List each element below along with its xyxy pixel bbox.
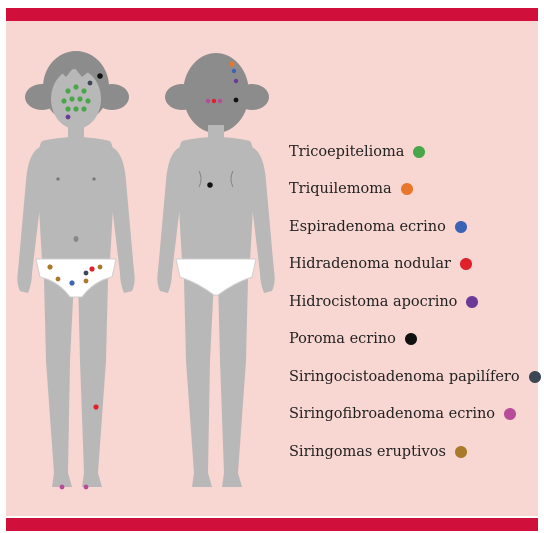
- top-band: [6, 8, 538, 21]
- lesion-dot-siringofibroadenoma: [84, 485, 89, 490]
- legend-item: Espiradenoma ecrino: [289, 208, 541, 246]
- back-left-leg: [184, 279, 214, 487]
- legend-label: Tricoepitelioma: [289, 144, 404, 160]
- legend-label: Siringocistoadenoma papilífero: [289, 369, 520, 385]
- bottom-band: [6, 518, 538, 531]
- front-left-leg: [44, 279, 74, 487]
- lesion-dot-hidradenoma: [89, 266, 94, 271]
- legend-dot: [405, 333, 417, 345]
- legend: Tricoepitelioma Triquilemoma Espiradenom…: [289, 133, 541, 471]
- legend-dot: [401, 183, 413, 195]
- lesion-dot-poroma: [207, 182, 213, 188]
- legend-item: Tricoepitelioma: [289, 133, 541, 171]
- lesion-dot-tricoepitelioma: [69, 96, 74, 101]
- lesion-dot-tricoepitelioma: [77, 96, 82, 101]
- legend-dot: [455, 221, 467, 233]
- lesion-dot-tricoepitelioma: [85, 98, 90, 103]
- lesion-dot-tricoepitelioma: [65, 106, 70, 111]
- legend-dot: [455, 446, 467, 458]
- legend-dot: [413, 146, 425, 158]
- front-torso: [38, 137, 115, 261]
- lesion-dot-siringocistoadenoma: [88, 81, 93, 86]
- legend-label: Hidradenoma nodular: [289, 256, 451, 272]
- front-navel: [74, 236, 79, 242]
- lesion-dot-tricoepitelioma: [81, 88, 86, 93]
- front-face: [51, 69, 101, 129]
- legend-item: Siringofibroadenoma ecrino: [289, 396, 541, 434]
- lesion-dot-tricoepitelioma: [65, 88, 70, 93]
- legend-label: Siringofibroadenoma ecrino: [289, 406, 495, 422]
- lesion-dot-espiradenoma: [69, 280, 74, 285]
- legend-item: Hidradenoma nodular: [289, 246, 541, 284]
- legend-dot: [504, 408, 516, 420]
- legend-dot: [460, 258, 472, 270]
- lesion-dot-hidradenoma: [93, 404, 98, 409]
- back-torso: [178, 137, 255, 261]
- legend-label: Hidrocistoma apocrino: [289, 294, 457, 310]
- lesion-dot-poroma: [234, 98, 239, 103]
- lesion-dot-triquilemoma: [229, 61, 234, 66]
- legend-label: Poroma ecrino: [289, 331, 396, 347]
- lesion-dot-tricoepitelioma: [73, 106, 78, 111]
- legend-item: Triquilemoma: [289, 171, 541, 209]
- legend-dot: [466, 296, 478, 308]
- lesion-dot-hidrocistoma: [66, 115, 71, 120]
- legend-label: Triquilemoma: [289, 181, 392, 197]
- back-figure: [157, 53, 274, 487]
- lesion-dot-tricoepitelioma: [61, 98, 66, 103]
- front-right-leg: [78, 279, 108, 487]
- lesion-dot-tricoepitelioma: [81, 106, 86, 111]
- front-figure: [17, 51, 134, 487]
- front-nipple-right: [92, 177, 95, 180]
- front-nipple-left: [56, 177, 59, 180]
- lesion-dot-hidrocistoma: [234, 79, 238, 83]
- lesion-dot-siringofibroadenoma: [206, 99, 210, 103]
- lesion-dot-espiradenoma: [232, 69, 236, 73]
- lesion-dot-siringomas: [84, 279, 89, 284]
- lesion-dot-siringofibroadenoma: [218, 99, 222, 103]
- lesion-dot-siringocistoadenoma: [84, 271, 89, 276]
- lesion-dot-tricoepitelioma: [73, 84, 78, 89]
- lesion-dot-siringomas: [98, 265, 103, 270]
- legend-item: Hidrocistoma apocrino: [289, 283, 541, 321]
- back-hair: [183, 53, 249, 133]
- lesion-dot-poroma: [97, 73, 103, 79]
- legend-item: Siringomas eruptivos: [289, 433, 541, 471]
- legend-item: Siringocistoadenoma papilífero: [289, 358, 541, 396]
- back-right-leg: [218, 279, 248, 487]
- legend-item: Poroma ecrino: [289, 321, 541, 359]
- legend-dot: [529, 371, 541, 383]
- legend-label: Siringomas eruptivos: [289, 444, 446, 460]
- lesion-dot-siringomas: [47, 264, 52, 269]
- lesion-dot-siringomas: [56, 277, 61, 282]
- lesion-dot-siringofibroadenoma: [60, 485, 65, 490]
- diagram-panel: Tricoepitelioma Triquilemoma Espiradenom…: [6, 21, 538, 516]
- legend-label: Espiradenoma ecrino: [289, 219, 446, 235]
- lesion-dot-hidradenoma: [212, 99, 216, 103]
